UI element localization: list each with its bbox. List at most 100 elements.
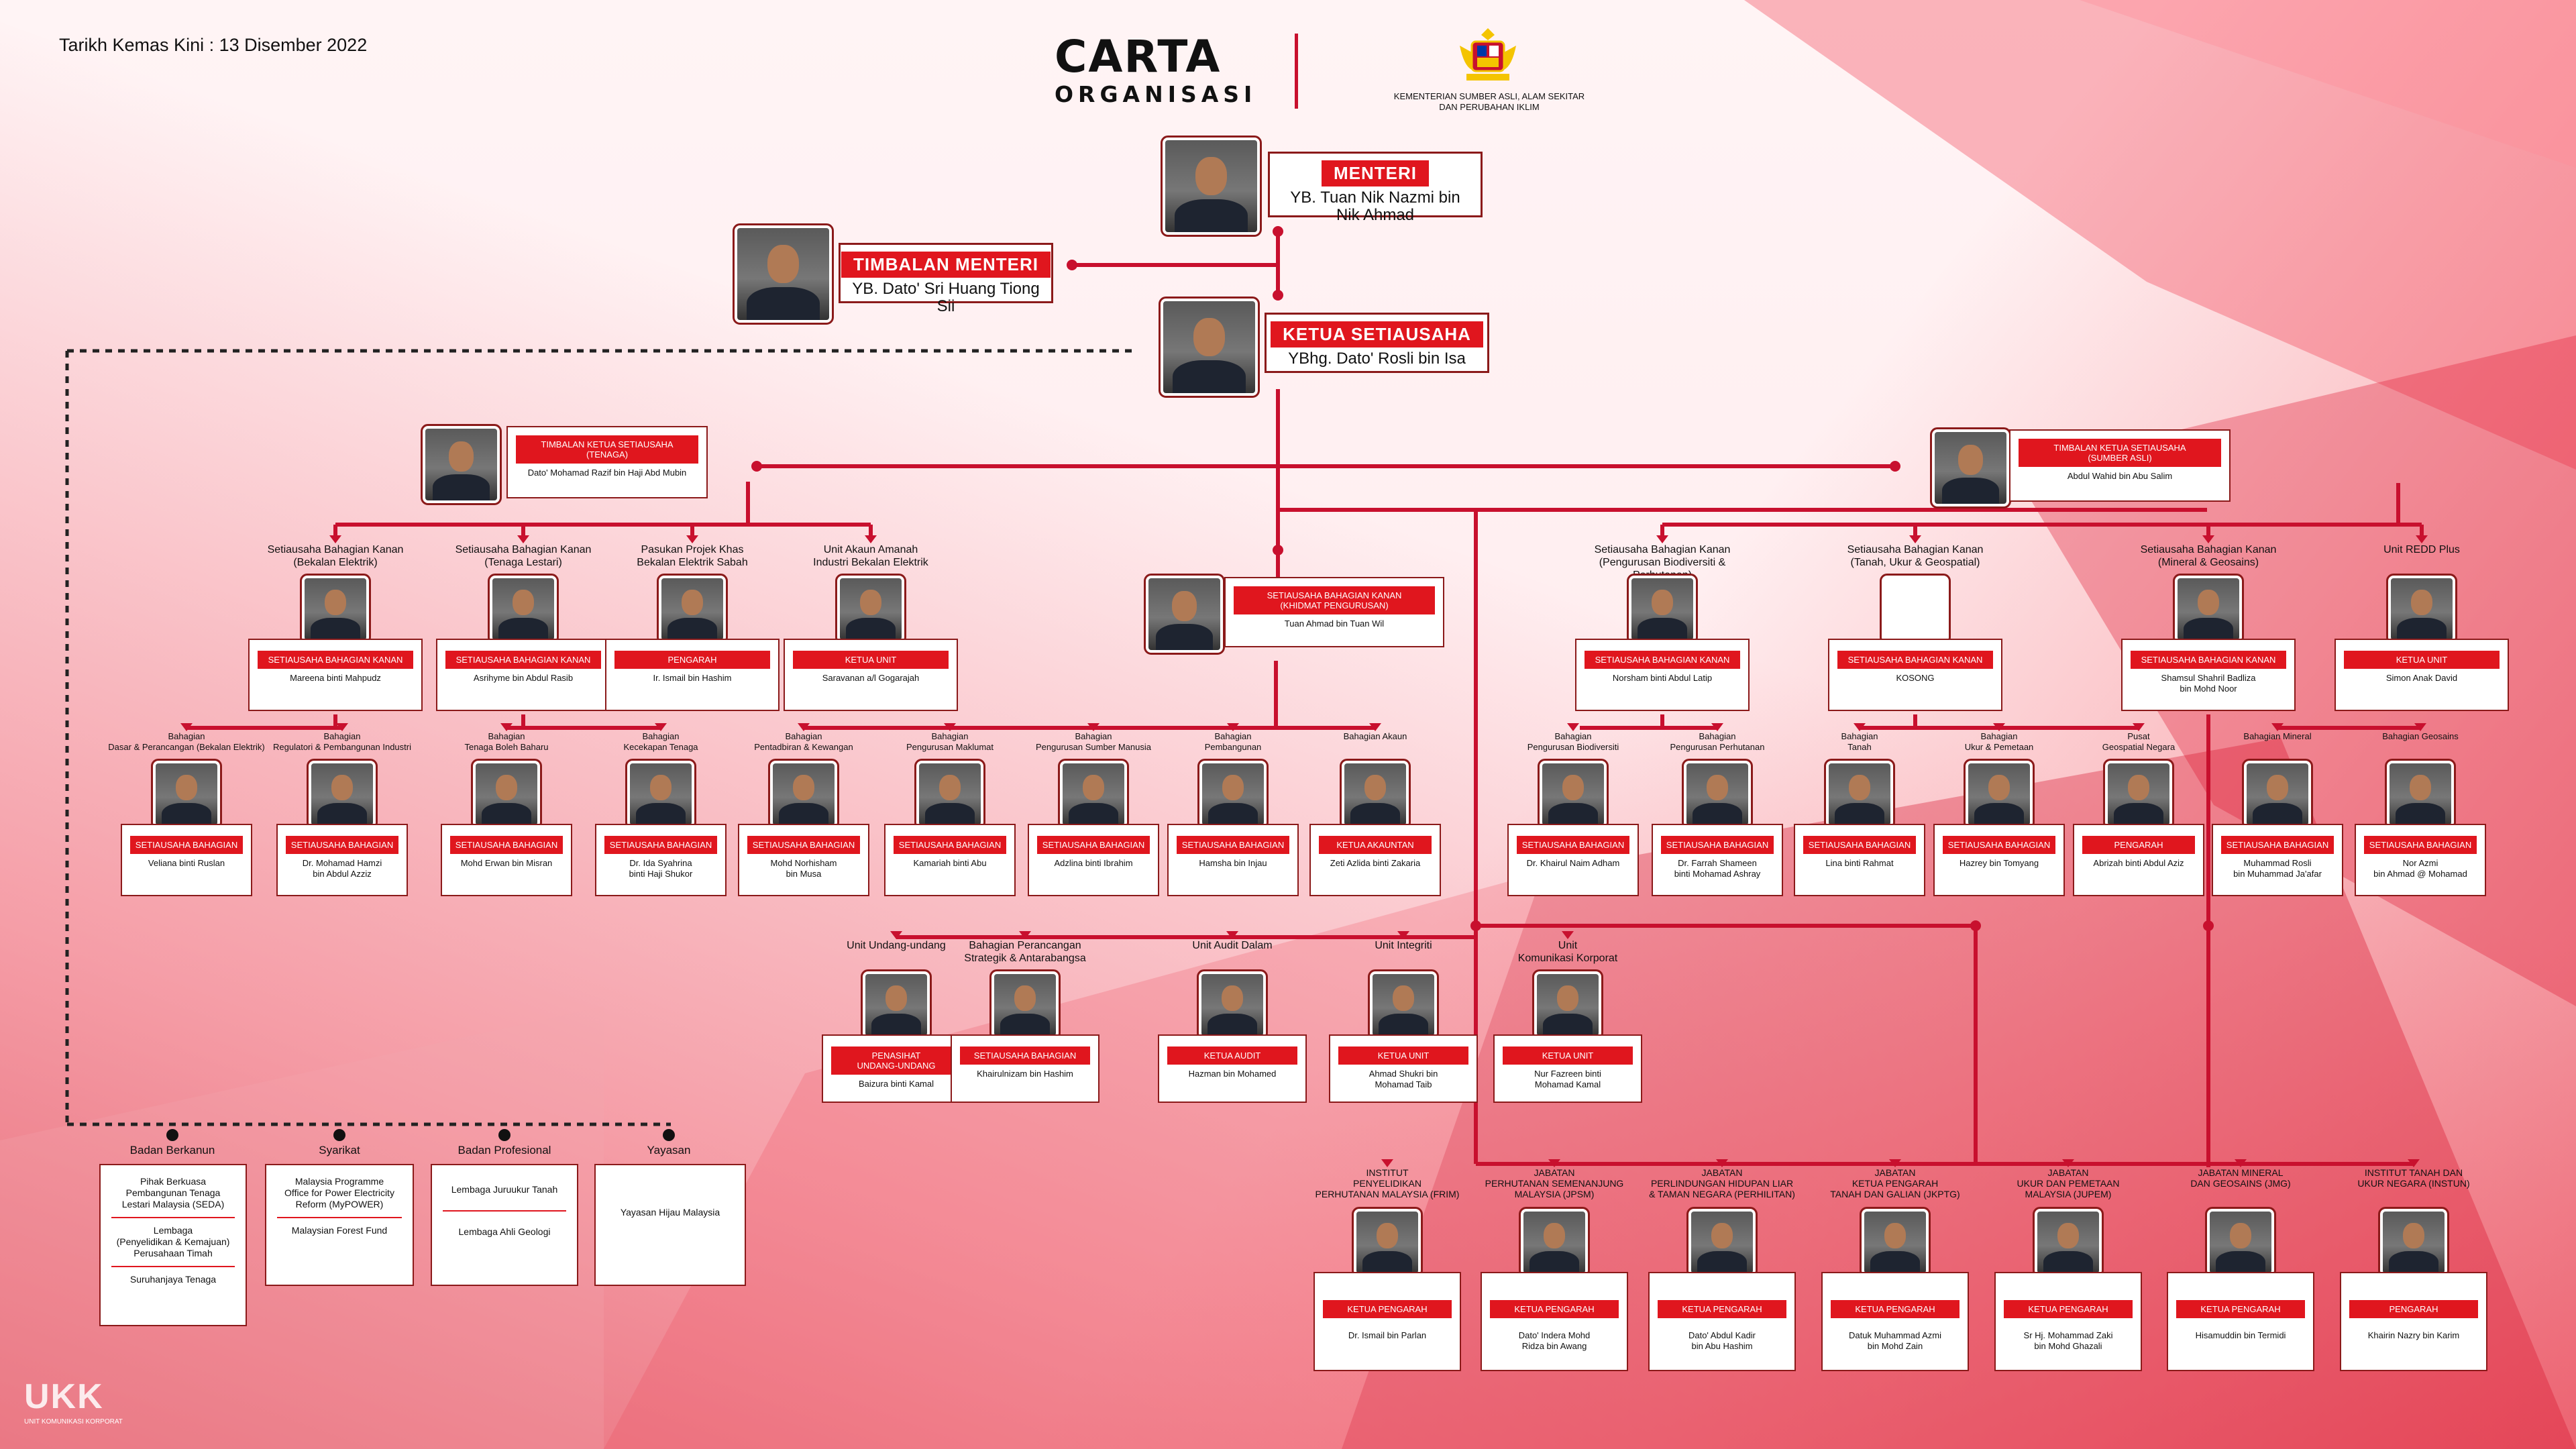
node-label: Bahagian Pembangunan <box>1204 731 1262 752</box>
tks-tenaga-card: TIMBALAN KETUA SETIAUSAHA (TENAGA) Dato'… <box>506 426 708 498</box>
person-photo <box>2242 759 2313 830</box>
sub-item: Malaysia Programme Office for Power Elec… <box>284 1176 394 1210</box>
connector-arrow <box>944 723 956 731</box>
person-photo <box>768 759 839 830</box>
position-title: KETUA PENGARAH <box>1831 1300 1960 1318</box>
connector-arrow <box>2133 723 2145 731</box>
node-label: Setiausaha Bahagian Kanan (Mineral & Geo… <box>2140 544 2277 568</box>
node-label: Bahagian Geosains <box>2382 731 2459 741</box>
node-label: Bahagian Regulatori & Pembangunan Indust… <box>273 731 411 752</box>
tks-sumber-asli-card: TIMBALAN KETUA SETIAUSAHA (SUMBER ASLI) … <box>2009 429 2231 502</box>
node-label: Bahagian Pengurusan Sumber Manusia <box>1036 731 1151 752</box>
position-title: KETUA PENGARAH <box>1323 1300 1452 1318</box>
timbalan-menteri-name: YB. Dato' Sri Huang Tiong Sii <box>852 280 1040 315</box>
sub-item: Lembaga (Penyelidikan & Kemajuan) Perusa… <box>116 1225 230 1258</box>
person-name: Zeti Azlida binti Zakaria <box>1330 858 1421 868</box>
person-photo <box>2033 1207 2104 1278</box>
connector-arrow <box>1854 723 1866 731</box>
node-label: Setiausaha Bahagian Kanan (Bekalan Elekt… <box>267 544 404 568</box>
position-title: SETIAUSAHA BAHAGIAN <box>1943 836 2055 854</box>
sub-item: Suruhanjaya Tenaga <box>129 1274 217 1285</box>
position-title: SETIAUSAHA BAHAGIAN <box>2364 836 2477 854</box>
person-photo <box>625 759 696 830</box>
connector-arrow <box>180 723 193 731</box>
person-photo <box>1058 759 1129 830</box>
person-photo <box>989 969 1061 1040</box>
sub-heading-badan-berkanun: Badan Berkanun <box>129 1144 215 1157</box>
person-name: Mohd Erwan bin Misran <box>460 858 553 868</box>
person-photo <box>1197 759 1269 830</box>
position-title: KETUA PENGARAH <box>1658 1300 1786 1318</box>
person-photo <box>307 759 378 830</box>
node-label: Setiausaha Bahagian Kanan (Tenaga Lestar… <box>455 544 592 568</box>
person-photo <box>1686 1207 1758 1278</box>
node-label: Bahagian Pengurusan Perhutanan <box>1670 731 1765 752</box>
divider <box>277 1217 402 1218</box>
position-title: SETIAUSAHA BAHAGIAN <box>2221 836 2334 854</box>
node-label: Bahagian Dasar & Perancangan (Bekalan El… <box>108 731 265 752</box>
sub-box-syarikat: Malaysia Programme Office for Power Elec… <box>265 1164 414 1286</box>
sub-box-yayasan: Yayasan Hijau Malaysia <box>594 1164 746 1286</box>
node-label: Unit Akaun Amanah Industri Bekalan Elekt… <box>813 544 928 568</box>
sbk-khidmat-title: SETIAUSAHA BAHAGIAN KANAN (KHIDMAT PENGU… <box>1234 586 1435 614</box>
person-name: Hamsha bin Injau <box>1199 858 1267 868</box>
person-photo <box>471 759 542 830</box>
node-label: JABATAN PERHUTANAN SEMENANJUNG MALAYSIA … <box>1485 1167 1624 1199</box>
person-photo <box>1964 759 2035 830</box>
connector-arrow <box>1567 723 1579 731</box>
person-name: Dato' Indera Mohd Ridza bin Awang <box>1518 1330 1591 1351</box>
person-photo <box>1197 969 1268 1040</box>
person-photo <box>1352 1207 1423 1278</box>
connector-arrow <box>1993 723 2005 731</box>
position-title: KETUA UNIT <box>1503 1046 1633 1065</box>
connector-arrow <box>1656 535 1668 543</box>
node-label: INSTITUT TANAH DAN UKUR NEGARA (INSTUN) <box>2357 1167 2470 1189</box>
connector-arrow <box>686 535 698 543</box>
position-title: KETUA PENGARAH <box>2176 1300 2305 1318</box>
node-label: JABATAN UKUR DAN PEMETAAN MALAYSIA (JUPE… <box>2017 1167 2120 1199</box>
connector-arrow <box>1562 931 1574 939</box>
position-title: SETIAUSAHA BAHAGIAN <box>1517 836 1629 854</box>
node-label: Bahagian Akaun <box>1343 731 1407 741</box>
position-title: SETIAUSAHA BAHAGIAN <box>1177 836 1289 854</box>
person-name: KOSONG <box>1896 673 1935 683</box>
menteri-title: MENTERI <box>1322 160 1429 186</box>
connector-arrow <box>1227 723 1239 731</box>
ministry-name: KEMENTERIAN SUMBER ASLI, ALAM SEKITAR DA… <box>1393 91 1585 112</box>
person-name: Muhammad Rosli bin Muhammad Ja'afar <box>2233 858 2322 879</box>
node-label: Unit Undang-undang <box>847 940 946 951</box>
connector-arrow <box>2202 535 2214 543</box>
person-name: Veliana binti Ruslan <box>148 858 225 868</box>
person-name: Hazrey bin Tomyang <box>1959 858 2039 868</box>
divider <box>443 1210 566 1212</box>
tks-tenaga-title: TIMBALAN KETUA SETIAUSAHA (TENAGA) <box>516 435 698 464</box>
position-title: SETIAUSAHA BAHAGIAN KANAN <box>1585 651 1740 669</box>
sub-heading-syarikat: Syarikat <box>319 1144 360 1157</box>
node-label: Bahagian Tanah <box>1841 731 1878 752</box>
header-divider <box>1295 34 1298 109</box>
timbalan-menteri-title: TIMBALAN MENTERI <box>841 252 1051 278</box>
ketua-setiausaha-card: KETUA SETIAUSAHA YBhg. Dato' Rosli bin I… <box>1265 313 1489 373</box>
sub-item: Pihak Berkuasa Pembangunan Tenaga Lestar… <box>121 1176 225 1210</box>
person-name: Saravanan a/l Gogarajah <box>822 673 920 683</box>
position-title: KETUA UNIT <box>2344 651 2500 669</box>
connector-arrow <box>1397 931 1409 939</box>
tks-sumber-asli-title: TIMBALAN KETUA SETIAUSAHA (SUMBER ASLI) <box>2019 439 2221 467</box>
person-photo <box>1627 574 1698 645</box>
tks-sumber-asli-photo <box>1930 427 2011 508</box>
position-title: SETIAUSAHA BAHAGIAN <box>960 1046 1090 1065</box>
person-photo <box>1860 1207 1931 1278</box>
person-name: Dr. Ida Syahrina binti Haji Shukor <box>629 858 693 879</box>
person-photo <box>835 574 906 645</box>
